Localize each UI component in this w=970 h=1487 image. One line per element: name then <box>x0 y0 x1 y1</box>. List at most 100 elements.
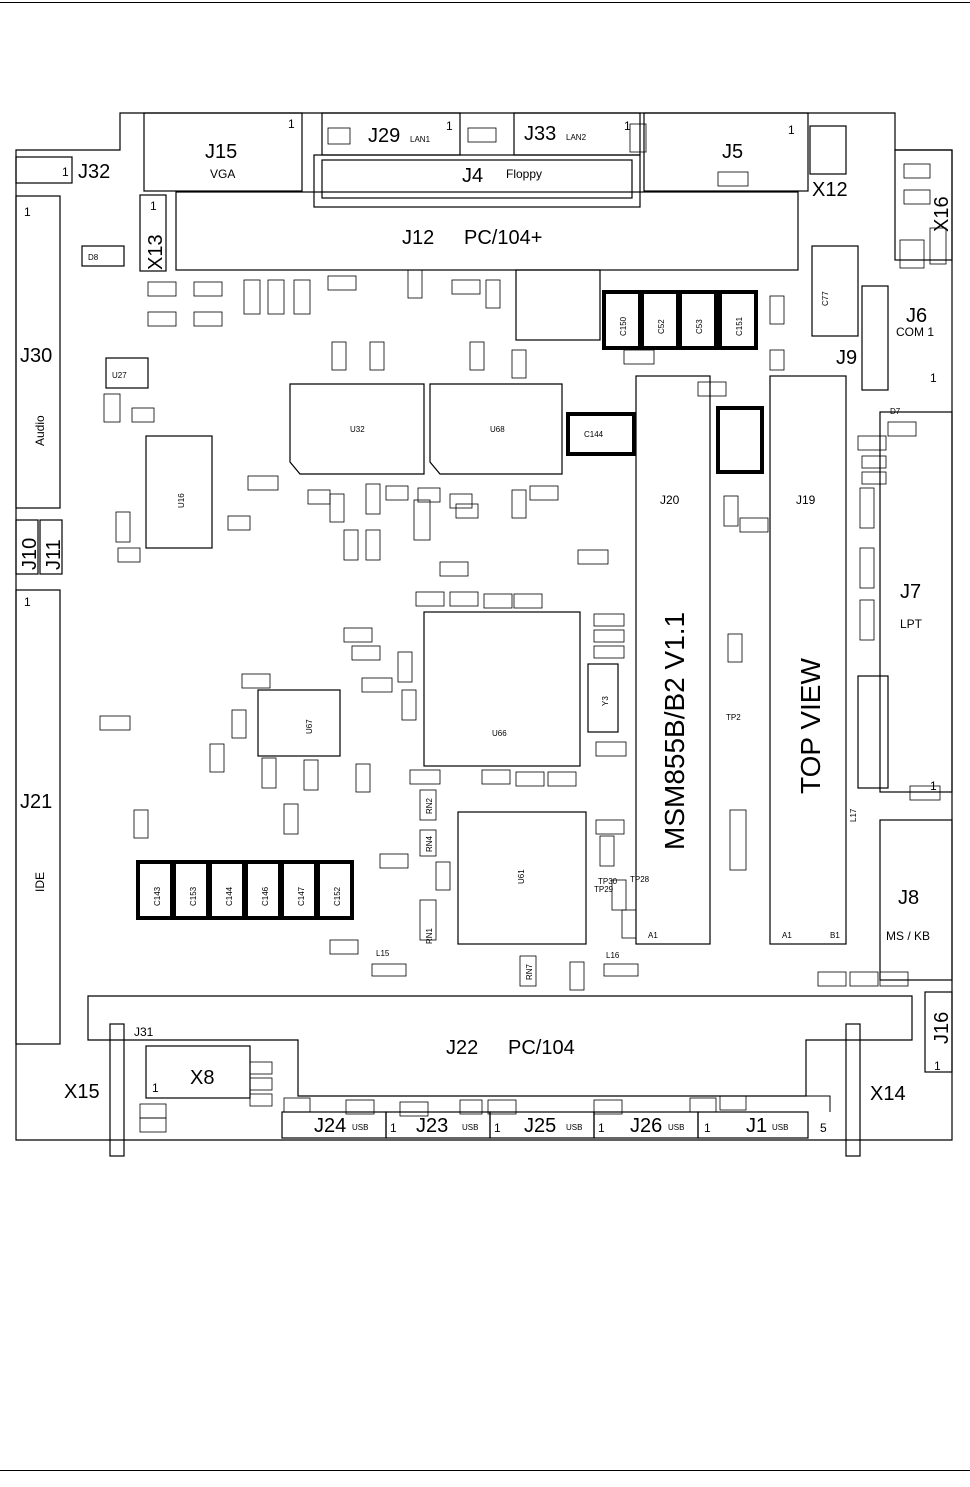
chip-u70 <box>515 269 601 341</box>
label-u61: U61 <box>517 869 526 884</box>
connector-j8 <box>879 819 953 981</box>
label-j16: J16 <box>931 1012 953 1044</box>
label-j33: J33 <box>524 123 556 145</box>
chip-u66 <box>423 611 581 767</box>
label-u67: U67 <box>305 719 314 734</box>
label-ide: IDE <box>33 872 47 892</box>
label-usb-j26: USB <box>668 1123 684 1132</box>
board-model-title: MSM855B/B2 V1.1 <box>659 612 690 850</box>
label-x8: X8 <box>190 1067 214 1089</box>
label-j21: J21 <box>20 791 52 813</box>
pin1-j5: 1 <box>788 123 795 137</box>
label-rn2: RN2 <box>425 797 434 814</box>
connector-j11 <box>39 519 63 575</box>
label-u66: U66 <box>492 729 507 738</box>
label-j19: J19 <box>796 493 816 507</box>
pin1-j21: 1 <box>24 595 31 609</box>
pin1-j23: 1 <box>390 1121 397 1135</box>
connector-j15 <box>143 112 303 192</box>
label-j26: J26 <box>630 1115 662 1137</box>
label-u32: U32 <box>350 425 365 434</box>
pin1-j32: 1 <box>62 165 69 179</box>
pin1-j1: 1 <box>704 1121 711 1135</box>
label-l16: L16 <box>606 951 620 960</box>
pin1-j30: 1 <box>24 205 31 219</box>
connector-j32 <box>15 156 73 184</box>
label-u16: U16 <box>177 493 186 508</box>
label-audio: Audio <box>33 415 47 446</box>
label-j20: J20 <box>660 493 680 507</box>
label-b1-j19: B1 <box>830 931 840 940</box>
label-floppy: Floppy <box>506 167 542 181</box>
label-c152: C152 <box>333 886 342 906</box>
chip-y3 <box>587 663 619 733</box>
pin1-j29: 1 <box>446 119 453 133</box>
label-c52: C52 <box>657 319 666 334</box>
connector-j20 <box>635 375 711 945</box>
label-mskb: MS / KB <box>886 929 930 943</box>
label-j8: J8 <box>898 887 919 909</box>
pin1-j7: 1 <box>930 779 937 793</box>
label-a1-j19: A1 <box>782 931 792 940</box>
chip-u67 <box>257 689 341 757</box>
label-usb-j23: USB <box>462 1123 478 1132</box>
label-usb-j25: USB <box>566 1123 582 1132</box>
label-pc104plus: PC/104+ <box>464 227 542 249</box>
connector-x13 <box>139 194 167 272</box>
label-j24: J24 <box>314 1115 346 1137</box>
label-u27: U27 <box>112 371 127 380</box>
label-j31: J31 <box>134 1025 154 1039</box>
chip-u27 <box>105 357 149 389</box>
connector-j16 <box>924 991 953 1073</box>
label-j10: J10 <box>19 538 41 570</box>
connector-j19 <box>769 375 847 945</box>
pin1-j16: 1 <box>934 1059 941 1073</box>
chip-u68 <box>429 383 563 475</box>
pin1-x13: 1 <box>150 199 157 213</box>
label-d7: D7 <box>890 407 901 416</box>
chip-u32 <box>289 383 425 475</box>
label-x14: X14 <box>870 1083 906 1105</box>
connector-j12 <box>175 191 799 271</box>
label-lan1: LAN1 <box>410 135 431 144</box>
label-j25: J25 <box>524 1115 556 1137</box>
label-rn1: RN1 <box>425 927 434 944</box>
connector-x15 <box>109 1023 125 1157</box>
label-c146: C146 <box>261 886 270 906</box>
label-c53: C53 <box>695 319 704 334</box>
small-components <box>99 123 947 1133</box>
label-a1-j20: A1 <box>648 931 658 940</box>
label-rn7: RN7 <box>525 963 534 980</box>
label-lan2: LAN2 <box>566 133 587 142</box>
label-usb-j1: USB <box>772 1123 788 1132</box>
label-usb-j24: USB <box>352 1123 368 1132</box>
label-j22: J22 <box>446 1037 478 1059</box>
label-vga: VGA <box>210 167 235 181</box>
label-x13: X13 <box>145 234 167 270</box>
chip-d8 <box>81 245 125 267</box>
connector-j7 <box>879 411 953 793</box>
label-c150: C150 <box>619 316 628 336</box>
label-lpt: LPT <box>900 617 923 631</box>
label-tp30: TP30 <box>598 877 618 886</box>
label-com1: COM 1 <box>896 325 934 339</box>
label-c77: C77 <box>821 291 830 306</box>
pin1-j25: 1 <box>494 1121 501 1135</box>
label-c144b: C144 <box>584 430 604 439</box>
chip-u16 <box>145 435 213 549</box>
label-j32: J32 <box>78 161 110 183</box>
label-l17: L17 <box>849 808 858 822</box>
label-j11: J11 <box>43 539 65 570</box>
label-x12: X12 <box>812 179 848 201</box>
label-y3: Y3 <box>601 696 610 706</box>
connector-j21 <box>15 589 61 1045</box>
connector-j10 <box>15 519 39 575</box>
top-rule <box>0 2 970 3</box>
label-j15: J15 <box>205 141 237 163</box>
connector-j9 <box>861 285 889 391</box>
label-j29: J29 <box>368 125 400 147</box>
label-c144: C144 <box>225 886 234 906</box>
chip-u61 <box>457 811 587 945</box>
connector-j4 <box>313 154 641 208</box>
